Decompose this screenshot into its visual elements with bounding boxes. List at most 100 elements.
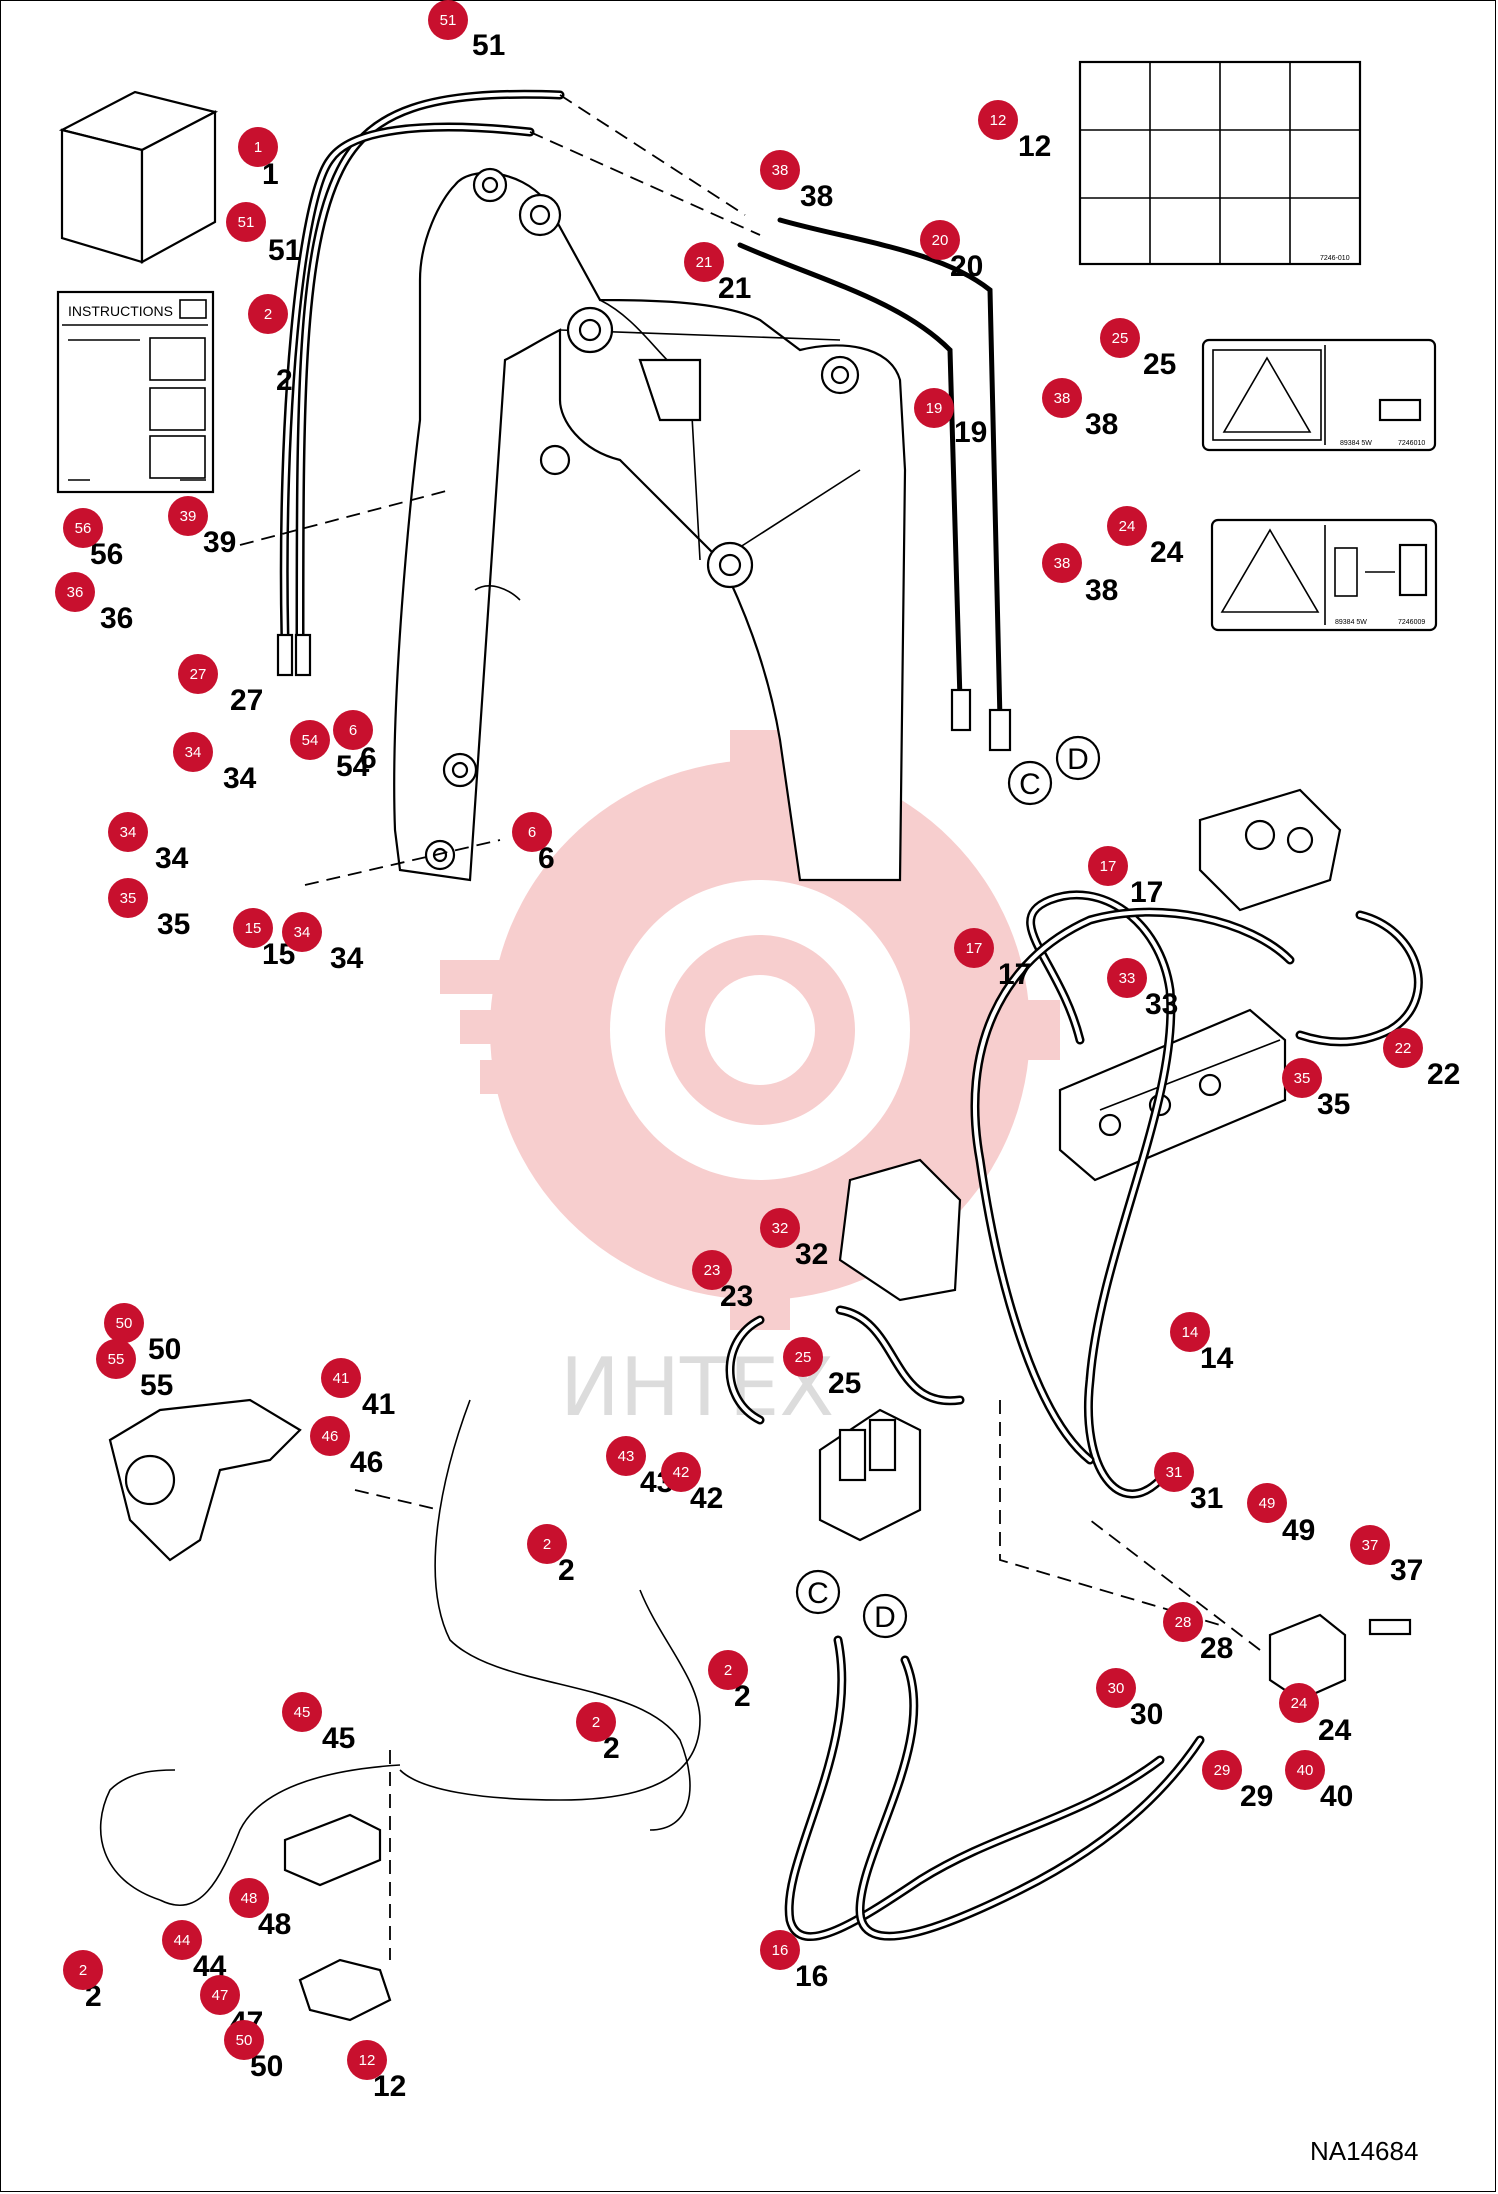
callout-badge[interactable] [1285,1750,1325,1790]
callout-badge[interactable] [63,1950,103,1990]
watermark-gear-logo [440,730,1060,1330]
callout-badge[interactable] [238,127,278,167]
callout-badge[interactable] [1107,958,1147,998]
callout-badge-label: 1 [254,139,262,156]
callout-badge[interactable] [783,1337,823,1377]
assembly-lines [239,94,1261,1960]
callout-badge-label: 34 [294,924,311,941]
callout-badge[interactable] [1100,318,1140,358]
callout-badge[interactable] [606,1436,646,1476]
callout-badge[interactable] [1088,846,1128,886]
hose-25 [835,1305,965,1406]
callout-badge[interactable] [1042,378,1082,418]
callout-badge[interactable] [282,1692,322,1732]
callout-badge[interactable] [708,1650,748,1690]
callout-badge[interactable] [224,2020,264,2060]
callout-badge[interactable] [178,654,218,694]
callout-badge[interactable] [428,0,468,40]
callout-number: 2 [603,1732,620,1765]
callout-badge[interactable] [168,496,208,536]
callout-badge[interactable] [108,878,148,918]
pedal-bracket [838,1158,962,1302]
callout-badge[interactable] [692,1250,732,1290]
callout-badge[interactable] [920,220,960,260]
hose-17 [970,890,1295,1499]
callout-number: 45 [322,1722,355,1755]
callout-number: 29 [1240,1780,1273,1813]
callout-badge[interactable] [527,1524,567,1564]
callout-badge[interactable] [914,388,954,428]
callout-badge[interactable] [162,1920,202,1960]
callout-badge-label: 28 [1175,1614,1192,1631]
callout-badge[interactable] [760,150,800,190]
callout-badge[interactable] [576,1702,616,1742]
callout-badge[interactable] [1279,1683,1319,1723]
callout-badge[interactable] [684,242,724,282]
callout-badge-label: 12 [359,2052,376,2069]
callout-badge[interactable] [104,1303,144,1343]
callout-number: 34 [223,762,257,795]
callout-badge[interactable] [661,1452,701,1492]
callout-badge[interactable] [248,294,288,334]
callout-badge[interactable] [226,202,266,242]
callout-badge[interactable] [173,732,213,772]
callout-badge[interactable] [321,1358,361,1398]
callout-badge[interactable] [282,912,322,952]
callout-badge[interactable] [1107,506,1147,546]
callout-badge[interactable] [1042,543,1082,583]
callout-badge[interactable] [1350,1525,1390,1565]
callout-badge[interactable] [512,812,552,852]
callout-2a: 22 [248,294,293,397]
callout-badge[interactable] [1383,1028,1423,1068]
callout-2c: 22 [708,1650,751,1713]
callout-badge[interactable] [233,908,273,948]
callout-badge-label: 33 [1119,970,1136,987]
callout-badge[interactable] [347,2040,387,2080]
callout-number: 17 [998,958,1031,991]
callout-badge[interactable] [63,508,103,548]
callout-badge[interactable] [1163,1602,1203,1642]
callout-badge[interactable] [108,812,148,852]
callout-badge[interactable] [1096,1668,1136,1708]
callout-badge[interactable] [760,1208,800,1248]
callout-badge[interactable] [978,100,1018,140]
callout-number: 34 [155,842,189,875]
callout-badge[interactable] [229,1878,269,1918]
callout-badge[interactable] [954,928,994,968]
callout-badge[interactable] [1202,1750,1242,1790]
pedal-valve [818,1408,922,1542]
callout-badge[interactable] [290,720,330,760]
decal-25-ref: 7246010 [1398,440,1425,447]
callout-badge[interactable] [96,1339,136,1379]
callout-number: 39 [203,526,236,559]
callout-badge[interactable] [333,710,373,750]
boom-arm [393,167,907,882]
callout-badge[interactable] [55,572,95,612]
callout-badge[interactable] [1247,1483,1287,1523]
callout-number: 12 [1018,130,1051,163]
callout-badge[interactable] [1154,1452,1194,1492]
callout-badge[interactable] [200,1975,240,2015]
callout-number: 14 [1200,1342,1234,1375]
callout-badge-label: 25 [795,1349,812,1366]
callout-number: 49 [1282,1514,1315,1547]
callout-badge[interactable] [760,1930,800,1970]
callout-badge-label: 39 [180,508,197,525]
wire-harness [99,1399,701,1907]
callout-badge[interactable] [1170,1312,1210,1352]
callout-badge-label: 51 [238,214,255,231]
decal-24: 89384 5W 7246009 [1210,518,1438,632]
callout-badge[interactable] [1282,1058,1322,1098]
callout-badge[interactable] [310,1416,350,1456]
